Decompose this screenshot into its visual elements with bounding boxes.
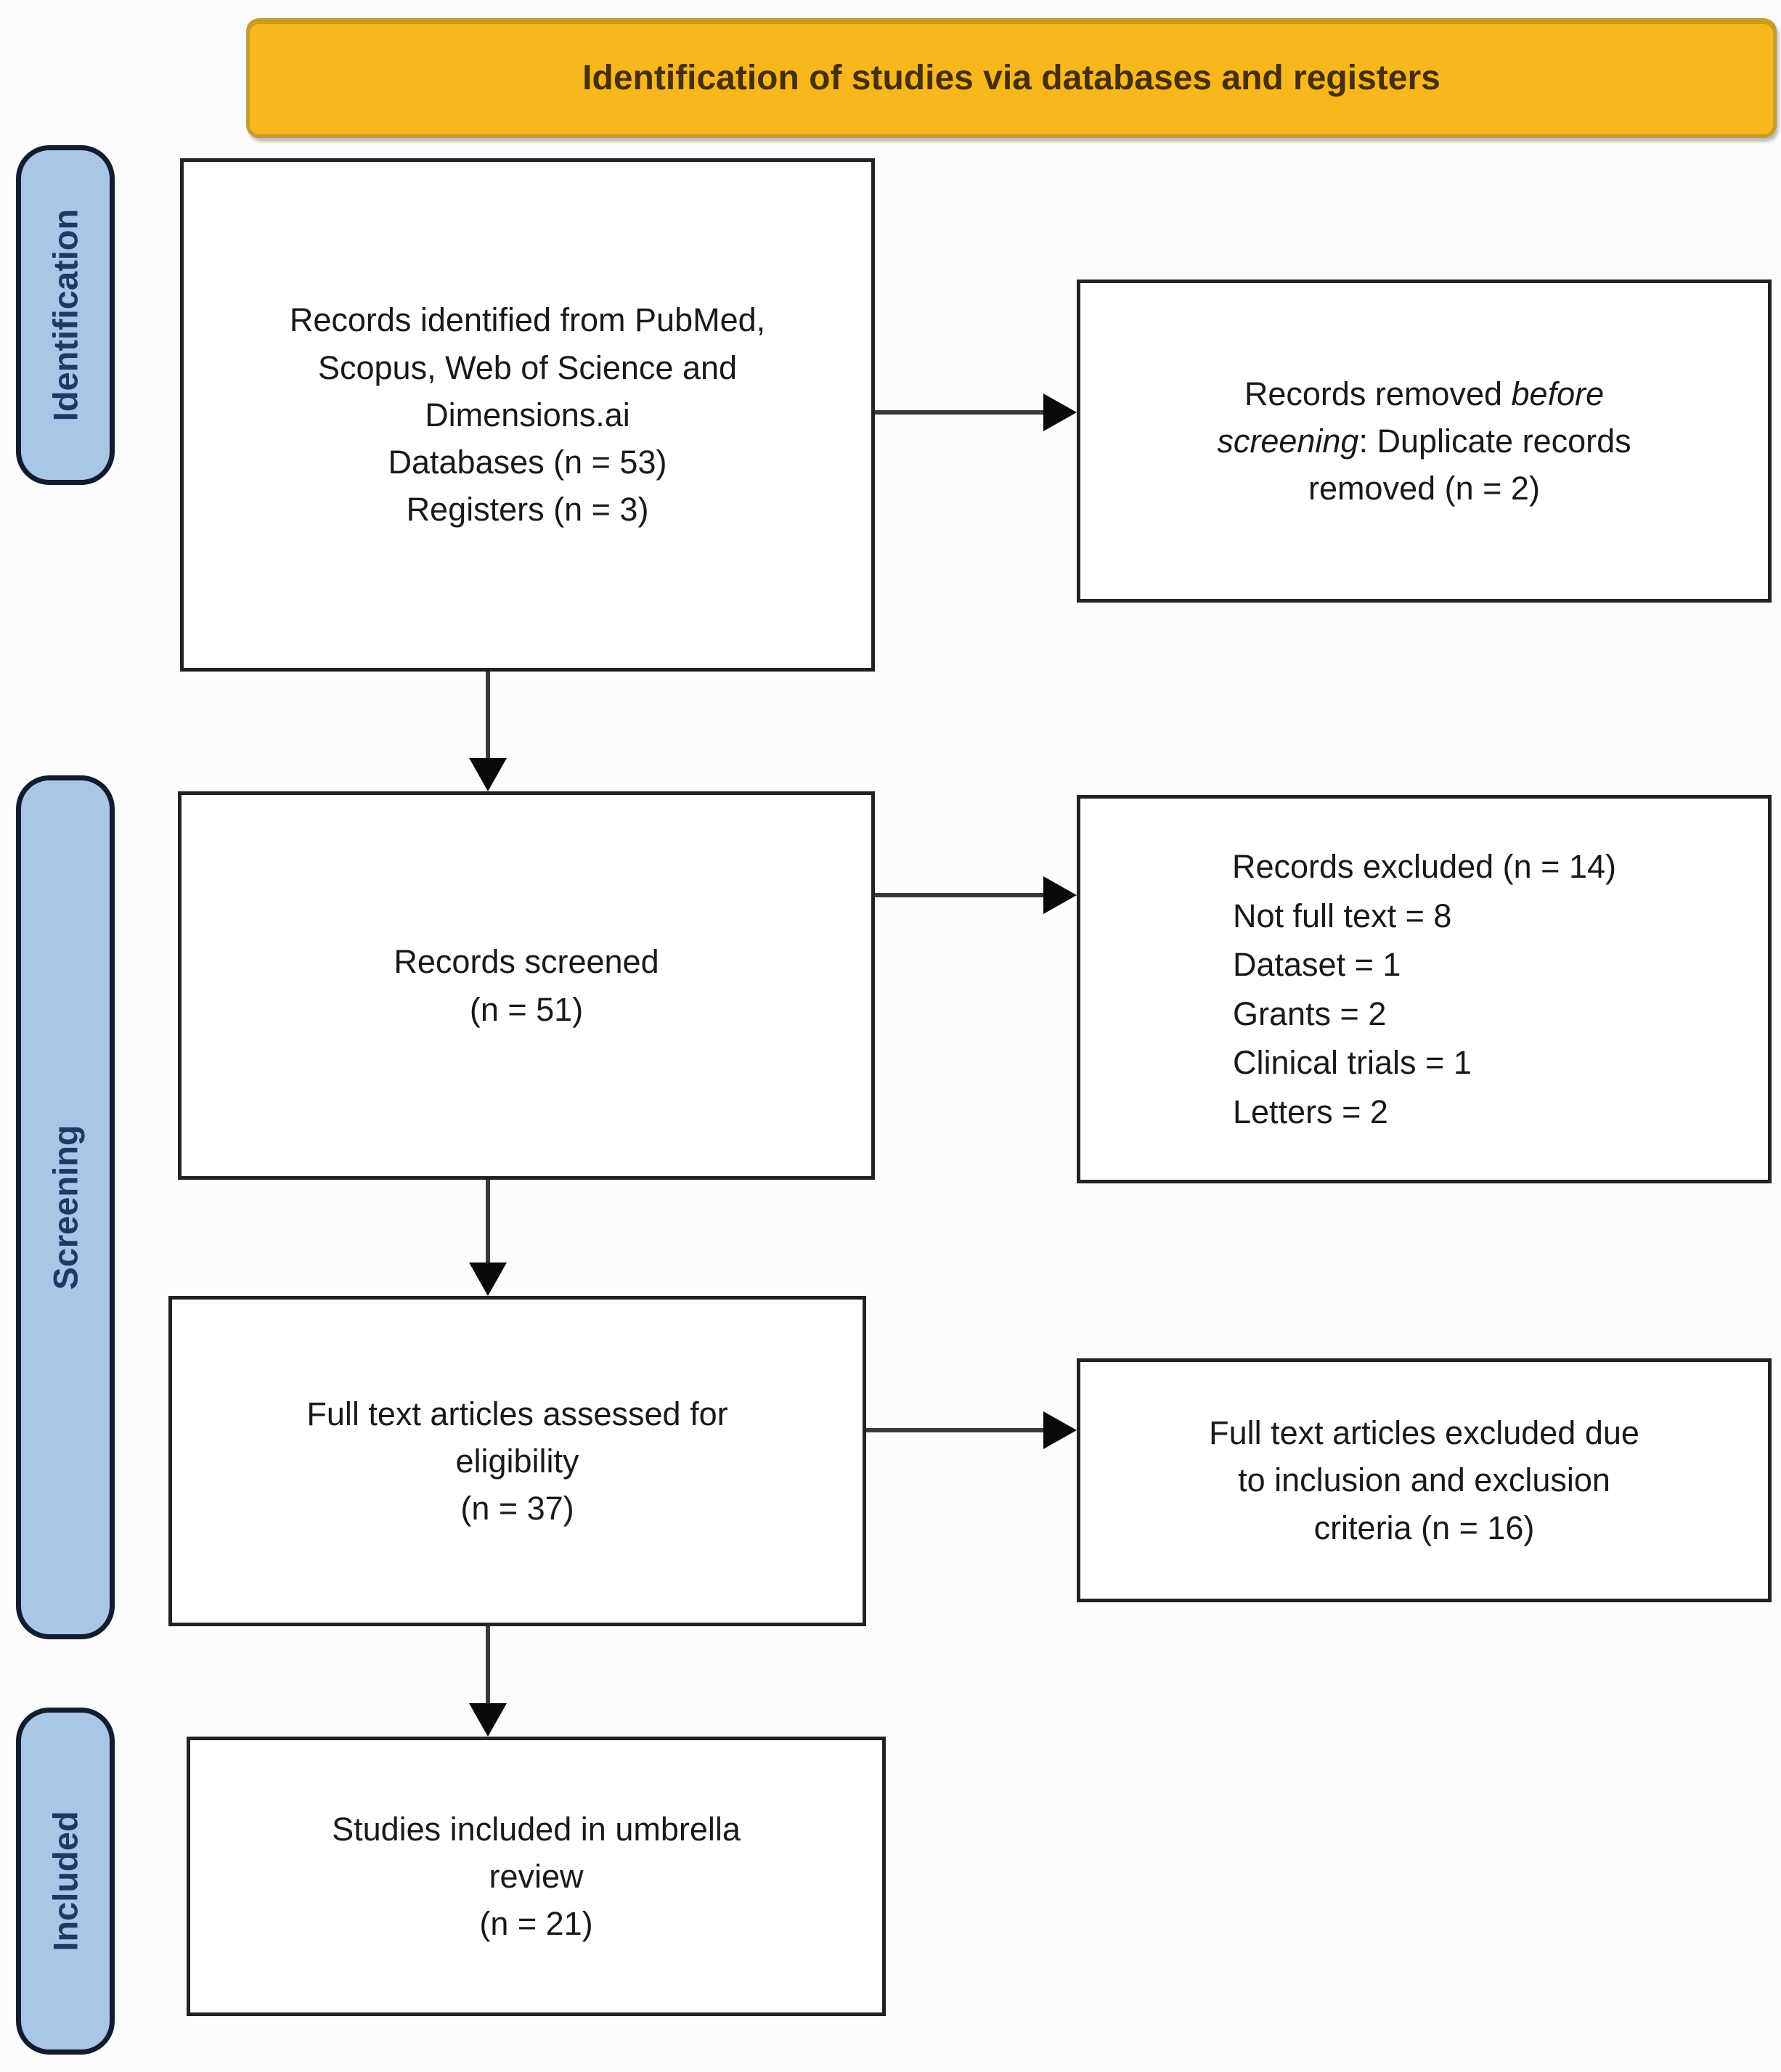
arrow-right-fulltext-to-excluded [866, 1411, 1077, 1449]
box-records-identified: Records identified from PubMed, Scopus, … [180, 158, 875, 672]
box-text-line: review [489, 1857, 584, 1895]
box-text-line: Databases (n = 53) [388, 444, 667, 481]
exclusion-reason: Not full text = 8 [1233, 897, 1452, 934]
stage-label-screening: Screening [46, 1125, 85, 1290]
stage-label-included: Included [46, 1811, 85, 1951]
box-fulltext-excluded: Full text articles excluded due to inclu… [1077, 1358, 1772, 1602]
box-text-line: removed (n = 2) [1308, 470, 1540, 507]
box-text-line: Full text articles assessed for [306, 1395, 728, 1432]
box-text-line: Records identified from PubMed, [289, 301, 766, 339]
stage-pill-included: Included [16, 1708, 115, 2055]
arrow-line [486, 1180, 490, 1263]
box-text-line: (n = 21) [479, 1905, 593, 1943]
arrowhead-down-icon [469, 1263, 507, 1296]
banner: Identification of studies via databases … [246, 18, 1777, 138]
arrow-down-fulltext-to-included [469, 1626, 507, 1737]
arrow-line [875, 410, 1043, 415]
arrowhead-down-icon [469, 1703, 507, 1737]
stage-pill-screening: Screening [16, 775, 115, 1639]
box-text-line: (n = 51) [469, 990, 584, 1028]
exclusion-reason: Letters = 2 [1233, 1093, 1388, 1130]
arrowhead-right-icon [1043, 876, 1077, 914]
box-text-line: criteria (n = 16) [1313, 1509, 1535, 1546]
stage-label-identification: Identification [46, 208, 85, 422]
arrow-down-identified-to-screened [469, 672, 507, 791]
box-text-line: screening: Duplicate records [1080, 417, 1768, 465]
box-records-screened: Records screened (n = 51) [178, 791, 875, 1180]
banner-title: Identification of studies via databases … [582, 59, 1440, 97]
text-segment-italic: before [1511, 375, 1605, 412]
box-text-line: Scopus, Web of Science and [317, 348, 738, 386]
box-fulltext-assessed: Full text articles assessed for eligibil… [168, 1296, 866, 1626]
exclusion-reason: Grants = 2 [1233, 995, 1387, 1032]
arrowhead-right-icon [1043, 1411, 1077, 1449]
arrow-line [486, 1626, 490, 1703]
box-text-line: eligibility [455, 1442, 579, 1480]
box-records-removed: Records removed before screening: Duplic… [1077, 280, 1772, 603]
arrow-down-screened-to-fulltext [469, 1180, 507, 1296]
exclusion-title: Records excluded (n = 14) [1231, 848, 1617, 885]
arrow-line [866, 1428, 1043, 1432]
arrowhead-down-icon [469, 758, 507, 791]
text-segment: : Duplicate records [1358, 422, 1631, 460]
arrowhead-right-icon [1043, 393, 1077, 431]
box-text-line: Registers (n = 3) [406, 491, 649, 529]
arrow-right-screened-to-excluded [875, 876, 1077, 914]
arrow-right-identified-to-removed [875, 393, 1077, 431]
exclusion-reason: Clinical trials = 1 [1233, 1044, 1472, 1081]
arrow-line [875, 893, 1043, 897]
box-text-line: Records removed before [1080, 370, 1768, 417]
stage-pill-identification: Identification [16, 145, 115, 485]
box-text-line: Dimensions.ai [425, 396, 630, 433]
arrow-line [486, 672, 490, 758]
box-records-excluded: Records excluded (n = 14) Not full text … [1077, 795, 1772, 1183]
box-studies-included: Studies included in umbrella review (n =… [187, 1737, 886, 2016]
box-text-line: (n = 37) [460, 1490, 574, 1528]
box-text-line: Studies included in umbrella [332, 1810, 741, 1848]
exclusion-reason: Dataset = 1 [1233, 946, 1401, 983]
box-text-line: to inclusion and exclusion [1238, 1461, 1610, 1499]
box-text-line: Full text articles excluded due [1209, 1414, 1639, 1452]
text-segment: Records removed [1244, 375, 1512, 412]
box-text-line: Records screened [394, 943, 659, 981]
text-segment-italic: screening [1217, 422, 1359, 460]
